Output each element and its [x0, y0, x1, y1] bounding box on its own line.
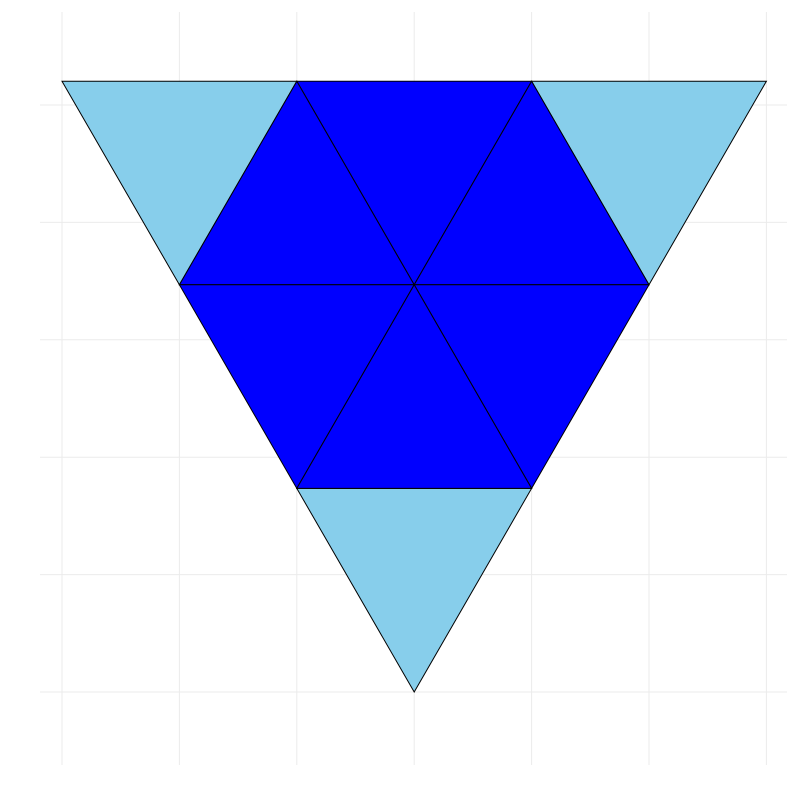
triangle-group	[61, 80, 768, 694]
hexagon-triangle-bottom	[295, 283, 533, 489]
